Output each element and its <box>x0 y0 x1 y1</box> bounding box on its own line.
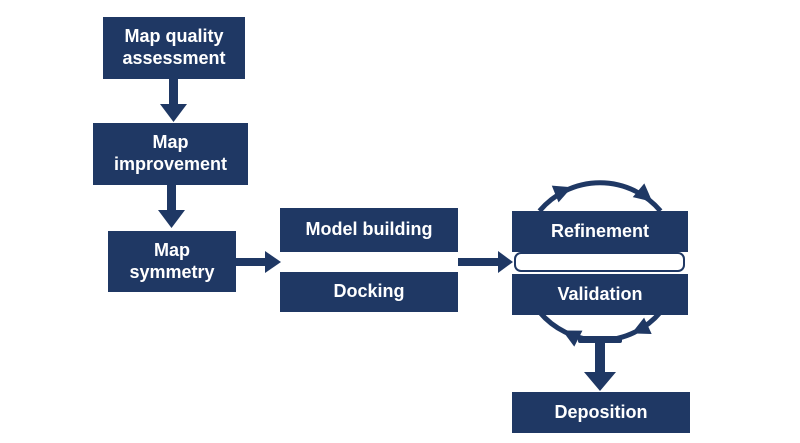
node-label: Map quality assessment <box>122 26 226 68</box>
iteration-connector-strip <box>514 252 685 272</box>
node-label: Map symmetry <box>129 239 215 282</box>
node-map-quality-assessment: Map quality assessment <box>103 17 245 79</box>
node-docking: Docking <box>280 272 458 312</box>
node-label: Refinement <box>550 220 649 241</box>
node-validation: Validation <box>512 274 688 315</box>
arrow-down-icon <box>158 184 185 228</box>
node-map-symmetry: Map symmetry <box>108 231 236 292</box>
node-label: Deposition <box>554 401 648 422</box>
node-label: Docking <box>333 281 405 302</box>
node-refinement: Refinement <box>512 211 688 252</box>
node-model-building: Model building <box>280 208 458 252</box>
node-label: Map improvement <box>113 132 228 174</box>
arrow-right-icon <box>458 251 513 273</box>
node-deposition: Deposition <box>512 392 690 433</box>
node-map-improvement: Map improvement <box>93 123 248 185</box>
arrow-down-t-tail-icon <box>578 336 622 391</box>
arrow-right-icon <box>236 251 281 273</box>
node-label: Model building <box>305 219 433 240</box>
node-label: Validation <box>557 283 643 304</box>
arrow-down-icon <box>160 78 187 122</box>
